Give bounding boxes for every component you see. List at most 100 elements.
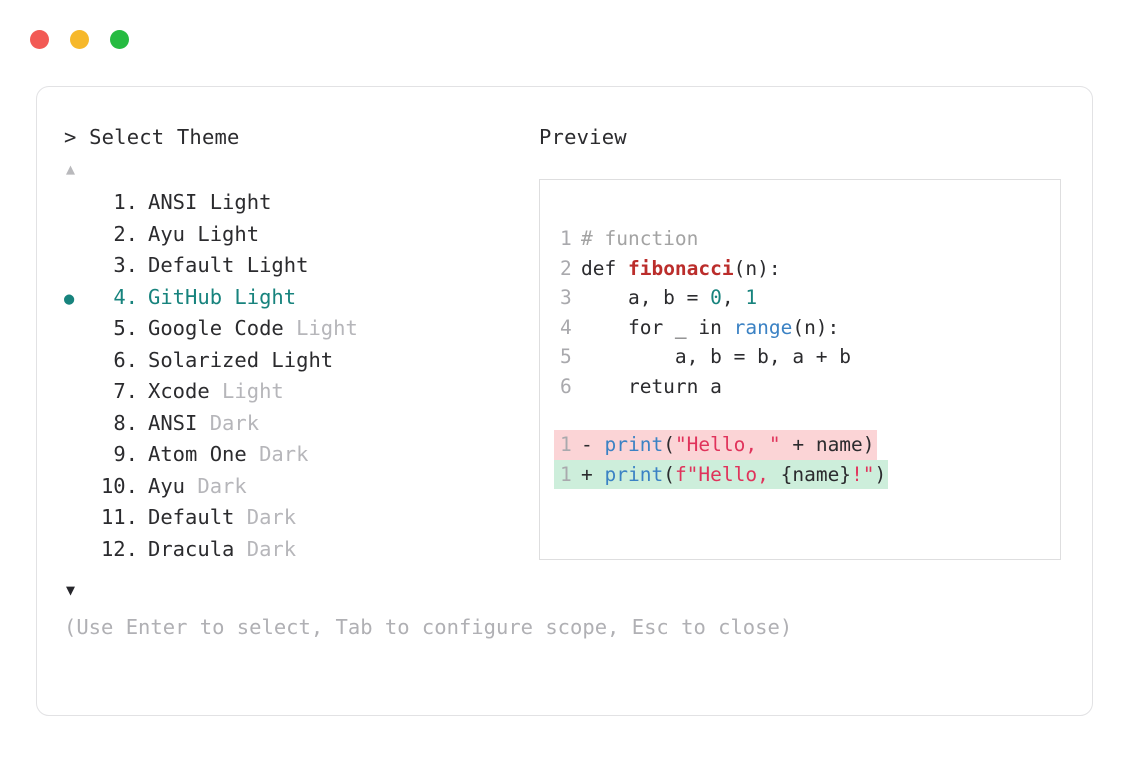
bullet-placeholder bbox=[64, 410, 94, 442]
code-token: for _ in bbox=[581, 315, 734, 339]
theme-index: 3. bbox=[113, 253, 138, 277]
theme-list-item[interactable]: 12. Dracula Dark bbox=[64, 534, 534, 566]
code-token: print bbox=[604, 433, 664, 456]
theme-index: 1. bbox=[113, 190, 138, 214]
theme-list-item[interactable]: 1.ANSI Light bbox=[64, 187, 534, 219]
theme-variant-label: Dark bbox=[234, 505, 297, 529]
code-line: 1 # function bbox=[560, 224, 698, 254]
theme-list-item[interactable]: 3. Default Light bbox=[64, 250, 534, 282]
close-button[interactable] bbox=[30, 30, 49, 49]
code-line: 5 a, b = b, a + b bbox=[560, 342, 851, 372]
code-token: print bbox=[604, 462, 664, 486]
theme-variant-label: Light bbox=[185, 221, 260, 246]
bullet-placeholder bbox=[64, 473, 94, 505]
theme-list-item[interactable]: ● 4. GitHub Light bbox=[64, 282, 534, 314]
theme-variant-label: Light bbox=[222, 284, 297, 309]
theme-name: Dracula bbox=[148, 536, 235, 561]
line-number: 6 bbox=[560, 374, 572, 398]
code-token: {name} bbox=[780, 462, 852, 486]
prompt-title-text: Select Theme bbox=[89, 125, 240, 149]
theme-index: 12. bbox=[100, 536, 138, 561]
bullet-placeholder bbox=[64, 347, 94, 379]
theme-list-item[interactable]: 5.Google Code Light bbox=[64, 313, 534, 345]
code-token: a, b = bbox=[581, 286, 711, 309]
preview-title: Preview bbox=[539, 125, 627, 149]
code-token: 1 bbox=[745, 286, 758, 309]
code-token: (n): bbox=[733, 256, 781, 280]
code-token: range bbox=[733, 315, 793, 339]
code-token: # function bbox=[581, 227, 699, 250]
theme-list-item[interactable]: 11. Default Dark bbox=[64, 502, 534, 534]
theme-list-item[interactable]: 6.Solarized Light bbox=[64, 345, 534, 377]
line-number: 1 bbox=[560, 433, 572, 456]
bullet-placeholder bbox=[64, 221, 94, 253]
line-number: 5 bbox=[560, 345, 572, 368]
theme-list-item[interactable]: 8. ANSI Dark bbox=[64, 408, 534, 440]
bullet-placeholder bbox=[64, 378, 94, 410]
line-number: 2 bbox=[560, 256, 572, 280]
theme-name: GitHub bbox=[148, 284, 223, 309]
theme-variant-label: Dark bbox=[234, 536, 297, 561]
code-token: ) bbox=[874, 462, 887, 486]
theme-variant-label: Light bbox=[283, 316, 358, 340]
prompt-marker: > bbox=[64, 125, 77, 149]
theme-name: ANSI bbox=[148, 410, 198, 435]
theme-index: 2. bbox=[113, 221, 138, 246]
theme-list-item[interactable]: 9. Atom One Dark bbox=[64, 439, 534, 471]
code-token: return a bbox=[581, 374, 722, 398]
theme-index: 7. bbox=[113, 379, 138, 403]
theme-list[interactable]: 1.ANSI Light 2.Ayu Light 3.Default Light… bbox=[64, 187, 534, 565]
code-token: ( bbox=[663, 462, 675, 486]
keyboard-hint: (Use Enter to select, Tab to configure s… bbox=[64, 615, 793, 639]
code-spacer bbox=[560, 401, 1060, 430]
theme-name: Atom One bbox=[148, 442, 247, 466]
code-token: (n): bbox=[792, 315, 840, 339]
line-number: 1 bbox=[560, 227, 572, 250]
theme-list-item[interactable]: 10.Ayu Dark bbox=[64, 471, 534, 503]
minimize-button[interactable] bbox=[70, 30, 89, 49]
line-number: 1 bbox=[560, 462, 572, 486]
scroll-up-icon[interactable]: ▲ bbox=[66, 160, 76, 178]
code-token: f"Hello, bbox=[674, 462, 781, 486]
theme-name: Ayu bbox=[148, 221, 186, 246]
theme-list-item[interactable]: 7. Xcode Light bbox=[64, 376, 534, 408]
theme-index: 6. bbox=[113, 347, 138, 372]
theme-name: Default bbox=[148, 253, 235, 277]
theme-variant-label: Dark bbox=[185, 473, 247, 498]
line-number: 4 bbox=[560, 315, 572, 339]
code-token: def bbox=[581, 256, 628, 280]
bullet-placeholder bbox=[64, 252, 94, 284]
selected-bullet-icon: ● bbox=[64, 288, 75, 309]
theme-index: 4. bbox=[113, 284, 138, 309]
theme-name: Default bbox=[148, 505, 235, 529]
bullet-placeholder bbox=[64, 189, 94, 221]
theme-variant-label: Light bbox=[209, 379, 284, 403]
diff-line-removed: 1- print("Hello, " + name) bbox=[554, 430, 877, 460]
theme-list-item[interactable]: 2. Ayu Light bbox=[64, 219, 534, 251]
code-line: 6 return a bbox=[560, 372, 722, 402]
theme-index: 8. bbox=[113, 410, 138, 435]
diff-sign: + bbox=[581, 462, 605, 486]
theme-variant-label: Light bbox=[197, 190, 272, 214]
code-token: ( bbox=[663, 433, 675, 456]
code-token: a, b = b, a + b bbox=[581, 345, 852, 368]
theme-index: 9. bbox=[113, 442, 138, 466]
bullet-placeholder bbox=[64, 441, 94, 473]
theme-index: 11. bbox=[100, 505, 138, 529]
diff-sign: - bbox=[581, 433, 605, 456]
code-token: fibonacci bbox=[627, 256, 734, 280]
scroll-down-icon[interactable]: ▼ bbox=[66, 581, 76, 599]
code-line: 2 def fibonacci(n): bbox=[560, 254, 781, 284]
theme-variant-label: Dark bbox=[246, 442, 309, 466]
theme-variant-label: Dark bbox=[197, 410, 260, 435]
maximize-button[interactable] bbox=[110, 30, 129, 49]
bullet-placeholder bbox=[64, 536, 94, 568]
theme-name: Google Code bbox=[148, 316, 284, 340]
theme-name: Xcode bbox=[148, 379, 210, 403]
theme-name: Solarized bbox=[148, 347, 260, 372]
theme-variant-label: Light bbox=[234, 253, 309, 277]
bullet-placeholder bbox=[64, 504, 94, 536]
